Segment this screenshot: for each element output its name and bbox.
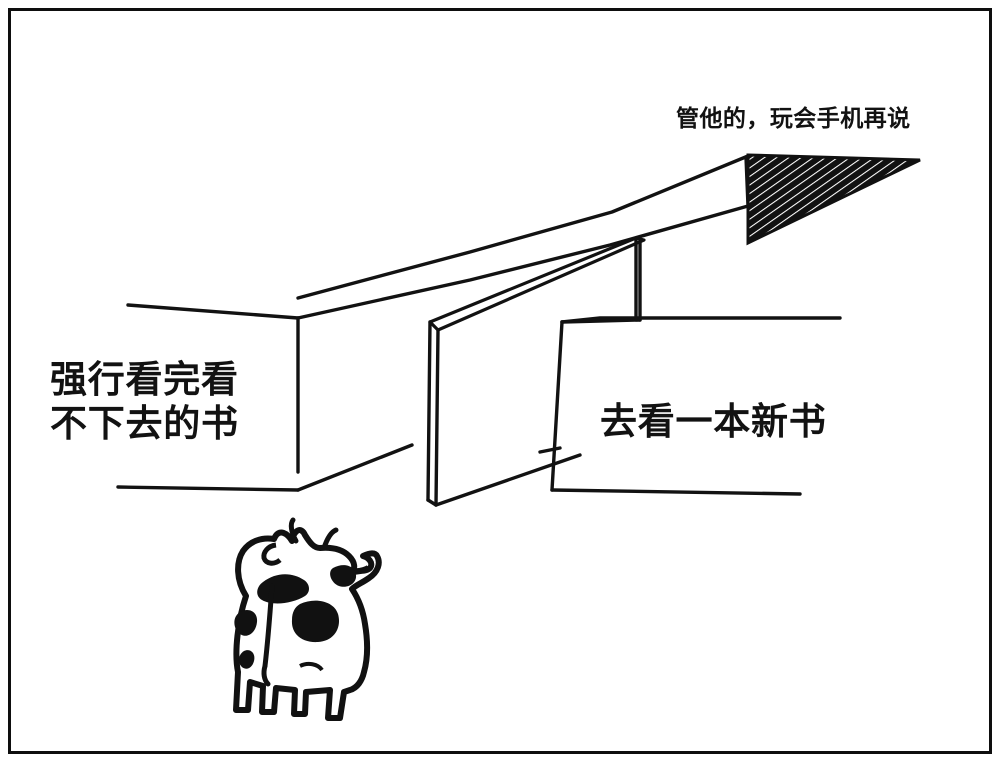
left-block-lower-slope bbox=[296, 443, 414, 492]
center-slab-base-slope bbox=[434, 453, 582, 507]
caption-top-right: 管他的，玩会手机再说 bbox=[676, 105, 911, 131]
cow-tail-tip bbox=[261, 663, 271, 687]
center-slab-left-edge bbox=[426, 320, 432, 502]
right-block-left-edge bbox=[550, 320, 564, 492]
caption-right-path: 去看一本新书 bbox=[600, 401, 827, 442]
cow-spot-flank bbox=[291, 600, 340, 643]
far-wall-crest-line bbox=[296, 154, 750, 300]
left-block-top-edge bbox=[126, 303, 300, 320]
right-block-upper-slope bbox=[560, 318, 642, 324]
caption-left-path: 强行看完看 不下去的书 bbox=[50, 359, 239, 444]
cow-spot-neck bbox=[330, 565, 357, 587]
spotted-cow bbox=[233, 517, 382, 721]
cow-spot-leg bbox=[238, 650, 255, 669]
center-slab-right-edge bbox=[434, 328, 440, 507]
left-block-bottom-edge bbox=[116, 485, 300, 492]
cow-belly-line bbox=[299, 661, 324, 672]
cow-ear-left bbox=[261, 542, 282, 566]
cow-tail bbox=[262, 583, 275, 669]
right-block-bottom-edge bbox=[550, 488, 802, 496]
hatched-triangle-shadow bbox=[746, 153, 921, 246]
cow-horn-left bbox=[288, 517, 299, 544]
cow-horn-right bbox=[321, 527, 339, 551]
cow-spot-hip bbox=[234, 610, 258, 636]
left-ledge-fragment bbox=[538, 446, 562, 454]
center-slab-top-face bbox=[428, 236, 646, 332]
